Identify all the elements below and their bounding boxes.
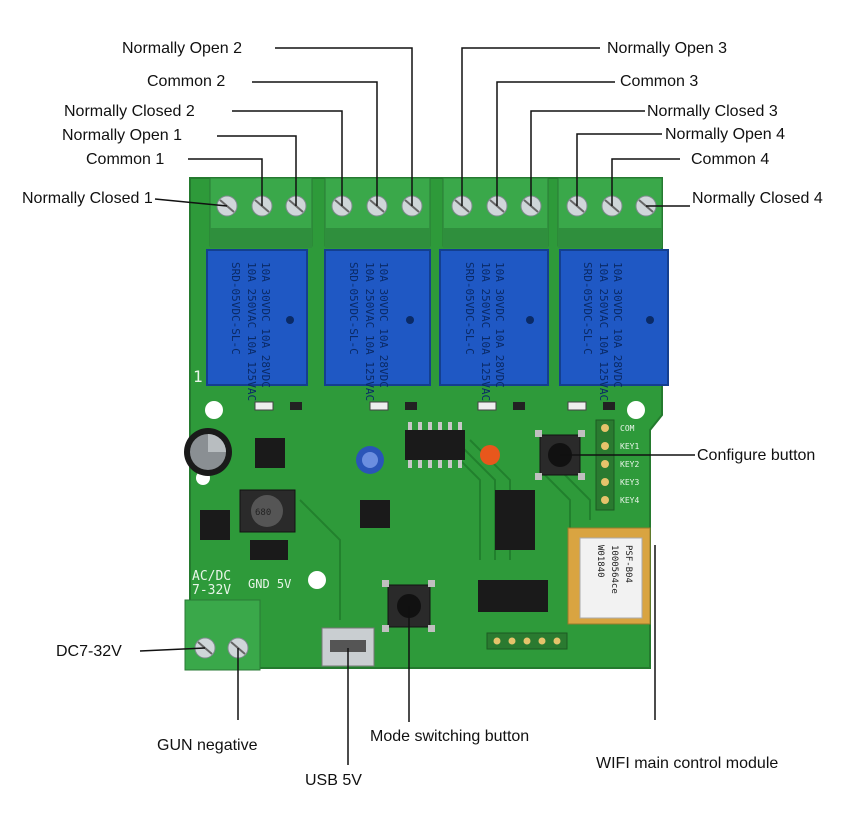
label-normally-open-3: Normally Open 3 (607, 40, 728, 57)
label-common-3: Common 3 (620, 73, 699, 90)
svg-text:10A 250VAC 10A 125VAC: 10A 250VAC 10A 125VAC (363, 262, 376, 401)
label-mode-switching-button: Mode switching button (370, 728, 530, 745)
label-normally-open-1: Normally Open 1 (62, 127, 183, 144)
svg-text:SRD-05VDC-SL-C: SRD-05VDC-SL-C (463, 262, 476, 355)
label-wifi-main-control-module: WIFI main control module (596, 755, 779, 772)
svg-text:KEY1: KEY1 (620, 442, 639, 451)
svg-text:10A 250VAC 10A 125VAC: 10A 250VAC 10A 125VAC (597, 262, 610, 401)
label-configure-button: Configure button (697, 447, 816, 464)
gnd-silk: GND 5V (248, 577, 291, 591)
svg-text:1000564ce: 1000564ce (609, 545, 619, 594)
terminal-block-4 (557, 177, 663, 248)
wifi-module: W01840 1000564ce PSF-B04 (567, 527, 651, 625)
inductor: 680 (239, 489, 296, 533)
electrolytic-capacitor (184, 428, 232, 476)
label-normally-open-4: Normally Open 4 (665, 126, 786, 143)
label-normally-closed-1: Normally Closed 1 (22, 190, 153, 207)
label-common-4: Common 4 (691, 151, 770, 168)
power-terminal (184, 599, 261, 671)
svg-text:10A 250VAC 10A 125VAC: 10A 250VAC 10A 125VAC (479, 262, 492, 401)
svg-text:KEY2: KEY2 (620, 460, 639, 469)
svg-text:SRD-05VDC-SL-C: SRD-05VDC-SL-C (347, 262, 360, 355)
board-number: 1 (193, 367, 203, 386)
label-common-1: Common 1 (86, 151, 165, 168)
label-normally-open-2: Normally Open 2 (122, 40, 243, 57)
mounting-hole (205, 401, 223, 419)
mounting-hole (627, 401, 645, 419)
svg-text:10A 30VDC 10A 28VDC: 10A 30VDC 10A 28VDC (259, 262, 272, 388)
label-usb-5v: USB 5V (305, 772, 362, 789)
svg-text:PSF-B04: PSF-B04 (623, 545, 633, 583)
label-normally-closed-4: Normally Closed 4 (692, 190, 823, 207)
blue-capacitor (356, 446, 384, 474)
leader-lines (139, 47, 695, 765)
voltage-silk: 7-32V (192, 583, 231, 598)
svg-text:KEY4: KEY4 (620, 496, 639, 505)
svg-text:SRD-05VDC-SL-C: SRD-05VDC-SL-C (581, 262, 594, 355)
label-normally-closed-3: Normally Closed 3 (647, 103, 778, 120)
relay-2: SRD-05VDC-SL-C 10A 250VAC 10A 125VAC 10A… (324, 249, 431, 401)
svg-text:KEY3: KEY3 (620, 478, 639, 487)
status-led (480, 445, 500, 465)
svg-text:680: 680 (255, 508, 271, 518)
svg-text:10A 250VAC 10A 125VAC: 10A 250VAC 10A 125VAC (245, 262, 258, 401)
led-row (254, 401, 615, 411)
svg-text:10A 30VDC 10A 28VDC: 10A 30VDC 10A 28VDC (377, 262, 390, 388)
power-silk: AC/DC (192, 569, 231, 584)
ic-chip (200, 422, 548, 612)
label-gun-negative: GUN negative (157, 737, 258, 754)
relay-4: SRD-05VDC-SL-C 10A 250VAC 10A 125VAC 10A… (559, 249, 669, 401)
svg-text:SRD-05VDC-SL-C: SRD-05VDC-SL-C (229, 262, 242, 355)
relay-3: SRD-05VDC-SL-C 10A 250VAC 10A 125VAC 10A… (439, 249, 549, 401)
svg-text:10A 30VDC 10A 28VDC: 10A 30VDC 10A 28VDC (493, 262, 506, 388)
mounting-hole (308, 571, 326, 589)
bottom-header (486, 632, 568, 650)
label-normally-closed-2: Normally Closed 2 (64, 103, 195, 120)
relay-1: SRD-05VDC-SL-C 10A 250VAC 10A 125VAC 10A… (206, 249, 308, 401)
label-dc-7-32v: DC7-32V (56, 643, 122, 660)
label-common-2: Common 2 (147, 73, 226, 90)
terminal-block-3 (442, 177, 549, 248)
svg-text:W01840: W01840 (595, 545, 605, 578)
key-header: COM KEY1 KEY2 KEY3 KEY4 (595, 419, 639, 511)
svg-text:COM: COM (620, 424, 635, 433)
svg-text:10A 30VDC 10A 28VDC: 10A 30VDC 10A 28VDC (611, 262, 624, 388)
